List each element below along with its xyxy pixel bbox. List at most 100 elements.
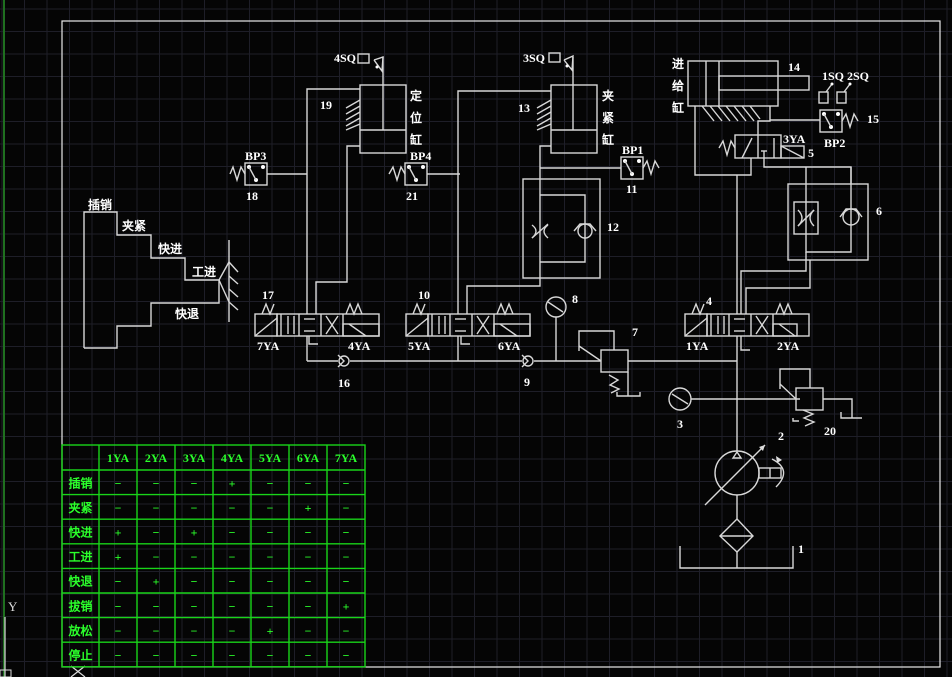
coil-label: 6YA	[498, 339, 521, 353]
coil-label: 5YA	[408, 339, 431, 353]
component-number: 18	[246, 189, 258, 203]
limit-switches-1sq-2sq[interactable]: 1SQ 2SQ	[818, 69, 869, 104]
pressure-relay-bp1[interactable]: BP1 11	[540, 143, 660, 196]
component-number: 17	[262, 288, 274, 302]
table-row-action: 插销	[68, 475, 92, 490]
table-row-action: 工进	[68, 549, 92, 564]
component-number: 12	[607, 220, 619, 234]
table-cell: −	[153, 599, 160, 613]
table-row-action: 快退	[68, 574, 92, 589]
cycle-step-label: 工进	[192, 264, 216, 279]
table-cell: −	[153, 624, 160, 638]
throttle-check-valve-6[interactable]: 6	[787, 167, 882, 261]
table-cell: −	[267, 526, 274, 540]
table-cell: +	[153, 575, 160, 589]
table-cell: −	[115, 624, 122, 638]
switch-label: 1SQ	[822, 69, 844, 83]
feed-cylinder[interactable]: 14 进 给 缸	[672, 56, 810, 122]
table-cell: −	[305, 550, 312, 564]
table-cell: −	[191, 550, 198, 564]
table-row-action: 拔销	[68, 598, 92, 613]
cycle-step-label: 快进	[158, 241, 182, 256]
cycle-step-label: 夹紧	[122, 218, 146, 233]
throttle-check-valve-12[interactable]: 12	[522, 178, 619, 279]
check-valve-9[interactable]: 9	[521, 354, 534, 389]
oil-tank-1: 1	[679, 542, 804, 569]
table-cell: −	[343, 501, 350, 515]
directional-valve-4[interactable]: 4 1YA 2YA	[684, 294, 810, 353]
table-cell: +	[115, 526, 122, 540]
component-number: 2	[778, 429, 784, 443]
table-row-action: 快进	[68, 525, 92, 540]
component-number: 13	[518, 101, 530, 115]
cylinder-name-char: 进	[672, 56, 684, 71]
pressure-relay-bp2[interactable]: BP2 15	[770, 109, 879, 150]
table-cell: −	[305, 476, 312, 490]
table-cell: −	[191, 501, 198, 515]
table-cell: +	[115, 550, 122, 564]
table-cell: −	[229, 575, 236, 589]
relay-label: BP2	[824, 136, 845, 150]
table-cell: −	[267, 649, 274, 663]
check-valve-16[interactable]: 16	[337, 354, 350, 390]
table-cell: −	[229, 526, 236, 540]
cylinder-name-char: 位	[410, 110, 422, 125]
table-cell: −	[229, 649, 236, 663]
solenoid-valve-5[interactable]: 3YA 5	[718, 132, 814, 160]
table-cell: −	[305, 575, 312, 589]
limit-switch-3sq[interactable]: 3SQ	[523, 51, 574, 72]
table-cell: −	[267, 501, 274, 515]
component-number: 4	[706, 294, 712, 308]
table-header-cell: 5YA	[259, 451, 282, 465]
cylinder-name-char: 缸	[410, 132, 422, 147]
table-cell: −	[115, 575, 122, 589]
component-number: 19	[320, 98, 332, 112]
table-cell: −	[191, 649, 198, 663]
table-cell: −	[153, 476, 160, 490]
directional-valve-10[interactable]: 10 5YA 6YA	[405, 288, 531, 353]
table-cell: −	[343, 575, 350, 589]
component-number: 7	[632, 325, 638, 339]
table-cell: −	[267, 575, 274, 589]
table-cell: −	[229, 624, 236, 638]
clamping-cylinder[interactable]: 13 夹 紧 缸	[518, 57, 614, 154]
table-header-cell: 1YA	[107, 451, 130, 465]
table-cell: −	[153, 550, 160, 564]
pressure-gauge-8[interactable]: 8	[545, 292, 578, 361]
cylinder-name-char: 缸	[602, 132, 614, 147]
table-cell: −	[305, 624, 312, 638]
component-number: 20	[824, 424, 836, 438]
pressure-gauge-3[interactable]: 3	[668, 387, 800, 431]
component-number: 8	[572, 292, 578, 306]
locating-cylinder[interactable]: 19 定 位 缸	[320, 57, 422, 154]
table-cell: −	[115, 599, 122, 613]
cylinder-name-char: 夹	[602, 88, 614, 103]
table-row-action: 放松	[67, 623, 92, 638]
table-cell: +	[229, 476, 236, 490]
limit-switch-4sq[interactable]: 4SQ	[334, 51, 384, 73]
pressure-relay-bp3[interactable]: BP3 18	[229, 149, 307, 203]
component-number: 16	[338, 376, 350, 390]
table-row-action: 停止	[68, 648, 92, 663]
relief-valve-20[interactable]: 20	[779, 368, 862, 438]
directional-valve-17[interactable]: 17 7YA 4YA	[254, 288, 380, 353]
coil-label: 7YA	[257, 339, 280, 353]
table-cell: −	[343, 526, 350, 540]
coil-label: 1YA	[686, 339, 709, 353]
table-cell: +	[343, 599, 350, 613]
ucs-y-label: Y	[8, 599, 18, 614]
hydraulic-piping	[306, 88, 852, 568]
relay-label: BP3	[245, 149, 266, 163]
table-cell: −	[343, 476, 350, 490]
component-number: 5	[808, 146, 814, 160]
cylinder-name-char: 紧	[602, 110, 614, 125]
table-cell: −	[153, 649, 160, 663]
switch-label: 3SQ	[523, 51, 545, 65]
pressure-relay-bp4[interactable]: BP4 21	[388, 149, 460, 203]
component-number: 6	[876, 204, 882, 218]
table-cell: −	[191, 599, 198, 613]
table-cell: −	[191, 624, 198, 638]
component-number: 9	[524, 375, 530, 389]
table-row-action: 夹紧	[68, 500, 92, 515]
